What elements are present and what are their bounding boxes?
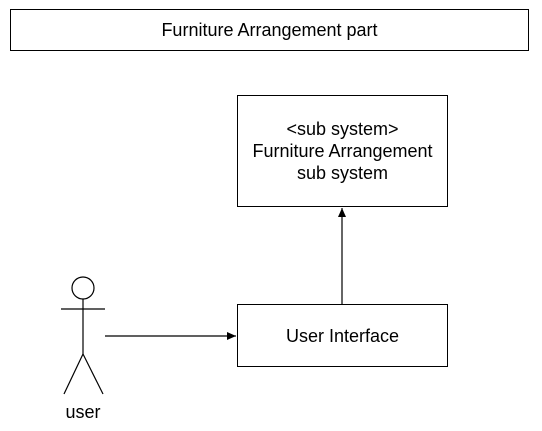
subsystem-suffix: sub system [296, 163, 389, 183]
user-actor-icon [61, 276, 105, 395]
user-interface-label: User Interface [285, 325, 400, 346]
subsystem-name: Furniture Arrangement [252, 141, 433, 161]
subsystem-stereotype: <sub system> [286, 119, 399, 139]
user-interface-box: User Interface [237, 304, 448, 367]
subsystem-box: <sub system> Furniture Arrangement sub s… [237, 95, 448, 207]
diagram-title-box: Furniture Arrangement part [10, 9, 529, 51]
actor-label: user [65, 402, 101, 422]
diagram-title: Furniture Arrangement part [161, 20, 378, 40]
